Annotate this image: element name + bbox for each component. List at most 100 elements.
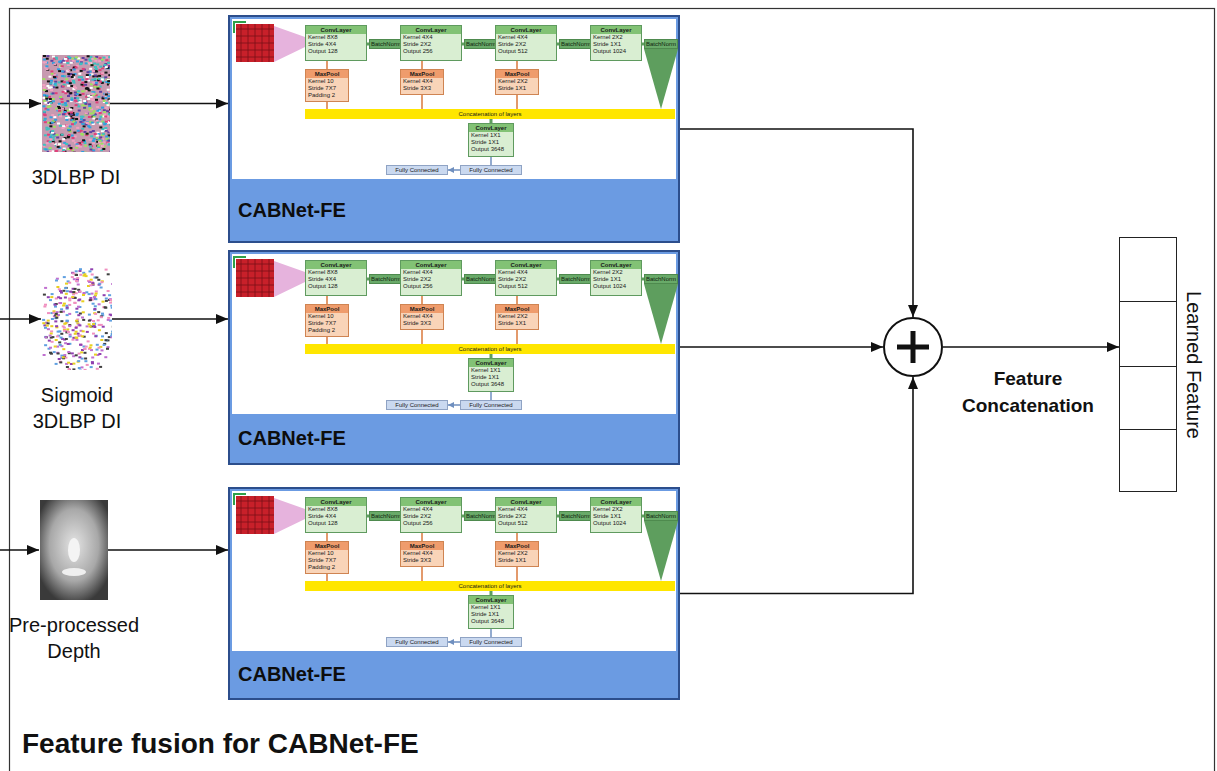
layer-param: Output 128 bbox=[306, 520, 366, 527]
image-caption: Pre-processed Depth bbox=[0, 612, 159, 664]
lbp-pixel bbox=[62, 356, 65, 358]
lbp-pixel bbox=[77, 314, 80, 316]
lbp-pixel bbox=[73, 152, 76, 153]
lbp-pixel bbox=[75, 354, 78, 356]
lbp-pixel bbox=[49, 82, 52, 84]
lbp-pixel bbox=[45, 96, 48, 98]
layer-link bbox=[516, 533, 518, 541]
lbp-pixel bbox=[59, 302, 62, 304]
lbp-pixel bbox=[77, 142, 80, 144]
lbp-pixel bbox=[85, 59, 88, 61]
lbp-pixel bbox=[110, 305, 112, 307]
lbp-pixel bbox=[49, 136, 52, 138]
lbp-pixel bbox=[107, 319, 110, 321]
lbp-pixel bbox=[59, 111, 62, 113]
lbp-pixel bbox=[109, 136, 110, 138]
picture-ground bbox=[42, 55, 110, 152]
lbp-pixel bbox=[44, 62, 47, 64]
lbp-pixel bbox=[77, 361, 80, 363]
layer-param: Stride 7X7 bbox=[306, 557, 348, 564]
lbp-pixel bbox=[80, 76, 83, 78]
lbp-pixel bbox=[59, 149, 62, 151]
lbp-pixel bbox=[59, 361, 62, 363]
lbp-pixel bbox=[92, 110, 95, 112]
panel-fill bbox=[228, 487, 680, 700]
lbp-pixel bbox=[76, 127, 79, 129]
lbp-pixel bbox=[49, 98, 52, 100]
lbp-pixel bbox=[63, 327, 66, 329]
lbp-pixel bbox=[84, 352, 87, 354]
lbp-pixel bbox=[89, 326, 92, 328]
lbp-pixel bbox=[77, 105, 80, 107]
layer-title: ConvLayer bbox=[591, 26, 641, 34]
lbp-pixel bbox=[49, 83, 52, 85]
lbp-pixel bbox=[86, 87, 89, 89]
lbp-pixel bbox=[60, 98, 63, 100]
layer-link bbox=[490, 392, 492, 400]
layer-param: Stride 7X7 bbox=[306, 85, 348, 92]
lbp-pixel bbox=[59, 140, 62, 142]
input-thumbnail bbox=[236, 259, 274, 297]
lbp-pixel bbox=[75, 337, 78, 339]
lbp-pixel bbox=[68, 129, 71, 131]
lbp-pixel bbox=[105, 102, 108, 104]
lbp-pixel bbox=[44, 287, 47, 289]
lbp-pixel bbox=[87, 98, 90, 100]
lbp-pixel bbox=[96, 368, 99, 370]
thumbnail-corner bbox=[234, 22, 246, 33]
lbp-pixel bbox=[101, 143, 104, 145]
lbp-pixel bbox=[67, 351, 70, 353]
lbp-pixel bbox=[97, 96, 100, 98]
lbp-pixel bbox=[43, 306, 46, 308]
lbp-pixel bbox=[77, 284, 80, 286]
lbp-pixel bbox=[107, 143, 110, 145]
lbp-pixel bbox=[55, 313, 58, 315]
lbp-pixel bbox=[67, 65, 70, 67]
lbp-pixel bbox=[88, 62, 91, 64]
lbp-pixel bbox=[76, 280, 79, 282]
lbp-pixel bbox=[95, 82, 98, 84]
lbp-pixel bbox=[77, 130, 80, 132]
lbp-pixel bbox=[101, 107, 104, 109]
lbp-pixel bbox=[67, 116, 70, 118]
layer-param: Stride 4X4 bbox=[306, 41, 366, 48]
lbp-pixel bbox=[42, 319, 45, 321]
lbp-pixel bbox=[84, 358, 87, 360]
batchnorm-block: BatchNorm bbox=[644, 511, 678, 521]
lbp-pixel bbox=[68, 282, 71, 284]
layer-param: Stride 1X1 bbox=[469, 611, 513, 618]
lbp-pixel bbox=[47, 80, 50, 82]
lbp-pixel bbox=[99, 81, 102, 83]
lbp-pixel bbox=[87, 340, 90, 342]
lbp-pixel bbox=[96, 145, 99, 147]
lbp-pixel bbox=[75, 67, 78, 69]
lbp-pixel bbox=[105, 121, 108, 123]
lbp-pixel bbox=[92, 112, 95, 114]
lbp-pixel bbox=[97, 311, 100, 313]
lbp-pixel bbox=[51, 130, 54, 132]
lbp-pixel bbox=[66, 62, 69, 64]
lbp-pixel bbox=[70, 112, 73, 114]
lbp-pixel bbox=[94, 78, 97, 80]
lbp-pixel bbox=[105, 269, 108, 271]
lbp-pixel bbox=[45, 127, 48, 129]
layer-param: Kernel 8X8 bbox=[306, 506, 366, 513]
lbp-pixel bbox=[62, 348, 65, 350]
layer-title: ConvLayer bbox=[496, 26, 556, 34]
lbp-pixel bbox=[108, 140, 111, 142]
lbp-pixel bbox=[84, 142, 87, 144]
lbp-pixel bbox=[58, 288, 61, 290]
lbp-pixel bbox=[53, 63, 56, 65]
batchnorm-block: BatchNorm bbox=[464, 274, 498, 284]
lbp-pixel bbox=[69, 82, 72, 84]
lbp-pixel bbox=[81, 134, 84, 136]
lbp-pixel bbox=[48, 340, 51, 342]
lbp-pixel bbox=[93, 115, 96, 117]
flow-arrow bbox=[108, 549, 228, 551]
lbp-pixel bbox=[66, 320, 69, 322]
lbp-pixel bbox=[42, 78, 45, 80]
lbp-pixel bbox=[91, 64, 94, 66]
lbp-pixel bbox=[67, 85, 70, 87]
lbp-pixel bbox=[81, 335, 84, 337]
lbp-pixel bbox=[90, 149, 93, 151]
